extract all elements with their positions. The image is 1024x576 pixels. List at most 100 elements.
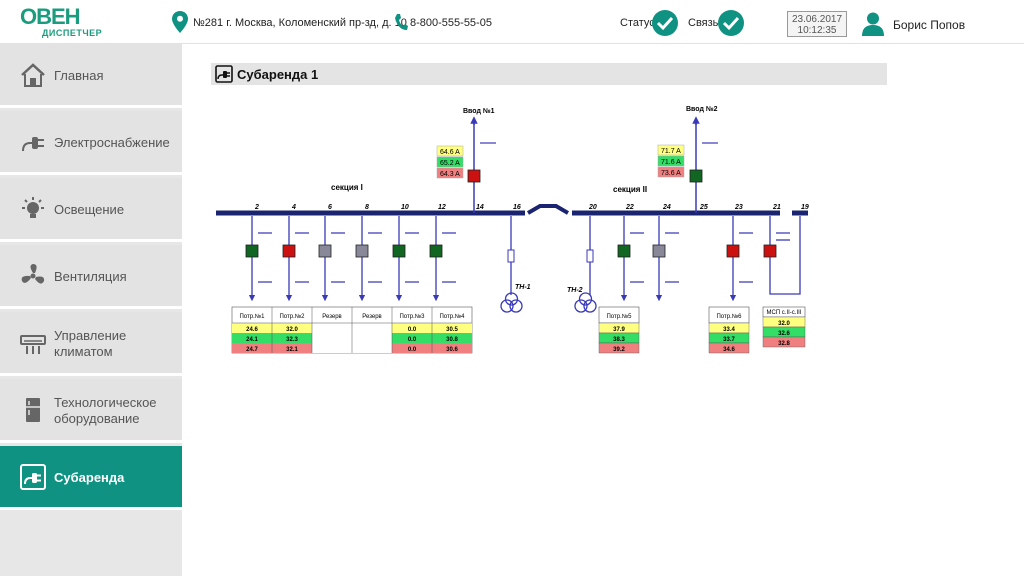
feeder-8-breaker[interactable] — [355, 244, 369, 258]
table1-cell: 30.6 — [446, 347, 458, 353]
feeder-number: 4 — [291, 204, 296, 211]
status-check-icon[interactable] — [652, 10, 678, 36]
input-1-current-a: 64.6 A — [440, 149, 460, 156]
table1-header: Потр.№3 — [399, 313, 425, 320]
feeder-number: 16 — [513, 204, 521, 211]
input-2-current-c: 73.6 A — [661, 170, 681, 177]
input-2-current-b: 71.6 A — [661, 159, 681, 166]
sidebar-item-power[interactable]: Электроснабжение — [0, 111, 182, 175]
feeder-22-breaker[interactable] — [617, 244, 631, 258]
link-check-icon[interactable] — [718, 10, 744, 36]
logo[interactable]: ОВЕН ДИСПЕТЧЕР — [20, 6, 106, 40]
table2-header: Потр.№5 — [606, 313, 632, 320]
table3-cell: 34.6 — [723, 347, 735, 353]
table3-header: Потр.№6 — [716, 313, 742, 320]
sidebar-item-label: Освещение — [54, 202, 125, 217]
feeder-number: 19 — [801, 204, 809, 211]
fuse-tn1 — [507, 249, 515, 263]
sidebar-item-label: Главная — [54, 68, 104, 83]
feeder-number: 23 — [734, 204, 743, 211]
table1-header: Потр.№2 — [279, 313, 305, 320]
table1-cell: 0.0 — [408, 347, 417, 353]
logo-text: ОВЕН — [20, 4, 81, 29]
page-title: Субаренда 1 — [237, 67, 319, 82]
address: №281 г. Москва, Коломенский пр-зд, д. 10 — [193, 17, 407, 29]
sidebar-item-label: Электроснабжение — [54, 135, 170, 150]
feeder-12-breaker[interactable] — [429, 244, 443, 258]
table1-cell: 24.7 — [246, 347, 258, 353]
input-1-label: Ввод №1 — [463, 107, 495, 115]
sidebar-item-climate[interactable]: Управление климатом — [0, 312, 182, 376]
user-name[interactable]: Борис Попов — [893, 18, 966, 32]
section-1-label: секция I — [331, 183, 363, 192]
power-diagram: секция I секция II Ввод №1 64.6 A 65.2 A… — [216, 105, 809, 354]
feeder-23-breaker[interactable] — [726, 244, 740, 258]
home-icon — [21, 63, 45, 87]
lamp-icon — [22, 197, 44, 218]
consumers-table-1: Потр.№1 Потр.№2 Резерв Резерв Потр.№3 По… — [231, 306, 473, 354]
table1-header: Потр.№4 — [439, 313, 465, 320]
table1-header: Потр.№1 — [239, 313, 265, 320]
user-icon[interactable] — [862, 12, 884, 36]
location-icon — [172, 11, 188, 33]
table1-cell: 32.3 — [286, 337, 298, 343]
table2-cell: 39.2 — [613, 347, 625, 353]
feeder-6-breaker[interactable] — [318, 244, 332, 258]
feeder-number: 12 — [438, 204, 446, 211]
fridge-icon — [26, 398, 40, 422]
plug-box-icon — [20, 464, 46, 490]
sidebar-item-label: Вентиляция — [54, 269, 127, 284]
sidebar-item-lighting[interactable]: Освещение — [0, 178, 182, 242]
feeder-number: 2 — [254, 204, 259, 211]
time: 10:12:35 — [797, 25, 837, 36]
feeder-2-breaker[interactable] — [245, 244, 259, 258]
table1-cell: 0.0 — [408, 327, 417, 333]
phone-icon — [395, 14, 408, 30]
table1-header: Резерв — [322, 314, 342, 320]
table1-cell: 32.1 — [286, 347, 298, 353]
feeder-number: 21 — [772, 204, 781, 211]
sidebar-item-ventilation[interactable]: Вентиляция — [0, 245, 182, 309]
feeder-21-breaker[interactable] — [763, 244, 777, 258]
table1-cell: 30.8 — [446, 337, 458, 343]
sidebar: Главная Электроснабжение Освещение Венти… — [0, 44, 182, 576]
page-title-bar: Субаренда 1 — [211, 63, 887, 85]
section-2-label: секция II — [613, 185, 647, 194]
table1-header: Резерв — [362, 314, 382, 320]
table2-cell: 38.3 — [613, 337, 625, 343]
feeder-number: 24 — [662, 204, 671, 211]
feeder-number: 8 — [365, 204, 369, 211]
input-2-current-a: 71.7 A — [661, 148, 681, 155]
feeder-number: 6 — [328, 204, 332, 211]
feeder-number: 25 — [699, 204, 708, 211]
sidebar-item-subrent[interactable]: Субаренда — [0, 446, 182, 510]
tn2-label: ТН-2 — [567, 287, 583, 294]
plug-icon — [22, 137, 44, 152]
sidebar-item-label: Субаренда — [54, 470, 125, 485]
table1-cell: 32.0 — [286, 327, 298, 333]
sidebar-item-label: Технологическое оборудование — [54, 395, 157, 426]
input-1-breaker[interactable] — [467, 169, 481, 183]
input-1-current-c: 64.3 A — [440, 171, 460, 178]
table1-cell: 24.1 — [246, 337, 258, 343]
table4-cell: 32.8 — [778, 341, 790, 347]
sidebar-item-equipment[interactable]: Технологическое оборудование — [0, 379, 182, 443]
table1-cell: 0.0 — [408, 337, 417, 343]
table4-cell: 32.6 — [778, 331, 790, 337]
consumers-table-2: Потр.№5 37.9 38.3 39.2 — [598, 306, 640, 354]
input-2-breaker[interactable] — [689, 169, 703, 183]
table4-header: МСП с.II-с.III — [767, 310, 802, 316]
phone-number: 8-800-555-55-05 — [410, 17, 492, 29]
table3-cell: 33.7 — [723, 337, 735, 343]
feeder-4-breaker[interactable] — [282, 244, 296, 258]
input-2-label: Ввод №2 — [686, 105, 718, 113]
date: 23.06.2017 — [791, 14, 843, 25]
feeder-10-breaker[interactable] — [392, 244, 406, 258]
feeder-24-breaker[interactable] — [652, 244, 666, 258]
feeder-number: 22 — [625, 204, 634, 211]
link-label: Связь — [688, 17, 719, 29]
sidebar-item-home[interactable]: Главная — [0, 44, 182, 108]
table3-cell: 33.4 — [723, 327, 735, 333]
status-label: Статус — [620, 17, 655, 29]
consumers-table-4: МСП с.II-с.III 32.0 32.6 32.8 — [762, 306, 806, 348]
